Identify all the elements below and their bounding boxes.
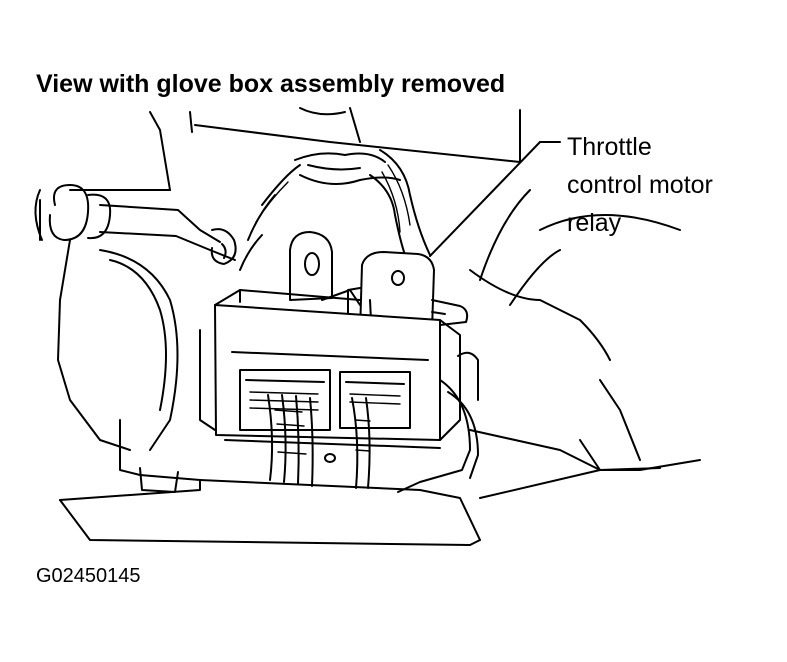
- dashboard-outline: [34, 107, 521, 241]
- callout-leader-line: [429, 141, 541, 257]
- callout-line-1: Throttle: [567, 133, 652, 161]
- left-housing: [57, 239, 216, 493]
- left-mounting-bracket: [48, 184, 237, 265]
- lower-panel: [59, 467, 661, 546]
- callout-line-3: relay: [567, 209, 622, 237]
- callout-line-2: control motor: [567, 171, 713, 199]
- right-panel: [469, 189, 701, 471]
- wire-harness-lower: [267, 351, 479, 493]
- figure-id: G02450145: [36, 565, 141, 587]
- diagram-title: View with glove box assembly removed: [36, 70, 506, 98]
- relay-callout-label: Throttle control motor relay: [567, 128, 713, 242]
- throttle-control-motor-relay: [347, 251, 469, 341]
- connector-block: [214, 289, 461, 449]
- wire-harness-upper: [239, 149, 431, 271]
